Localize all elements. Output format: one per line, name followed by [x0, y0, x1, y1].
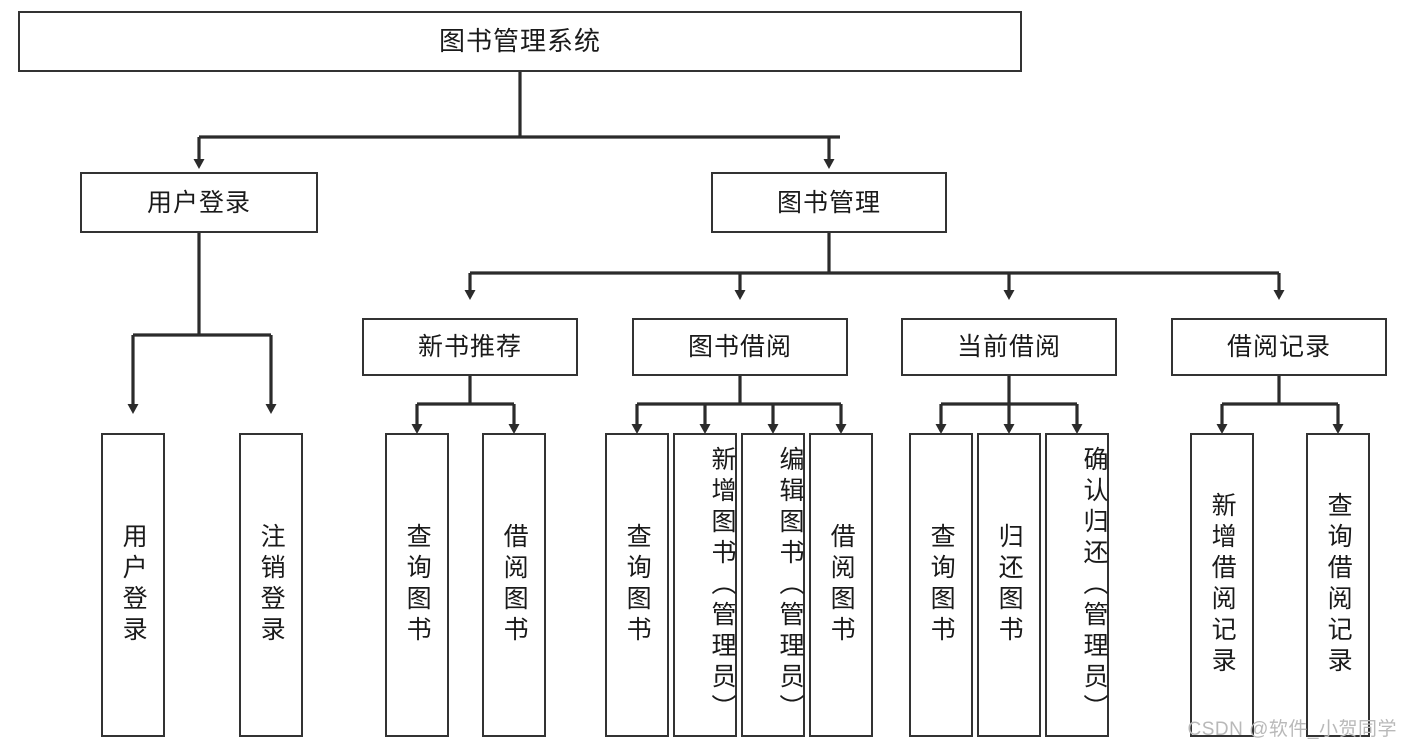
node-label: 查询借阅记录: [1324, 492, 1353, 678]
leaf-confirm-return-admin[interactable]: 确认归还（管理员）: [1045, 433, 1109, 737]
leaf-query-borrow-record[interactable]: 查询借阅记录: [1306, 433, 1370, 737]
node-label: 用户登录: [119, 523, 148, 647]
node-label: 归还图书: [995, 523, 1024, 647]
leaf-borrow-book[interactable]: 借阅图书: [809, 433, 873, 737]
leaf-logout[interactable]: 注销登录: [239, 433, 303, 737]
node-label: 图书管理系统: [438, 25, 601, 56]
node-label: 查询图书: [403, 523, 432, 647]
node-new-book-recommend[interactable]: 新书推荐: [362, 318, 578, 376]
leaf-query-book-borrow[interactable]: 查询图书: [605, 433, 669, 737]
leaf-edit-book-admin[interactable]: 编辑图书（管理员）: [741, 433, 805, 737]
node-label: 查询图书: [927, 523, 956, 647]
node-label: 图书借阅: [687, 333, 792, 361]
watermark: CSDN @软件_小贺同学: [1187, 719, 1397, 740]
node-borrow-record[interactable]: 借阅记录: [1171, 318, 1387, 376]
node-label: 借阅记录: [1226, 333, 1331, 361]
node-current-borrow[interactable]: 当前借阅: [901, 318, 1117, 376]
leaf-query-book-current[interactable]: 查询图书: [909, 433, 973, 737]
node-label: 新书推荐: [417, 333, 522, 361]
node-label: 查询图书: [623, 523, 652, 647]
node-label: 注销登录: [257, 523, 286, 647]
node-label: 用户登录: [146, 188, 251, 217]
node-label: 新增图书（管理员）: [708, 445, 736, 725]
node-label: 图书管理: [776, 188, 881, 217]
leaf-add-book-admin[interactable]: 新增图书（管理员）: [673, 433, 737, 737]
node-book-management[interactable]: 图书管理: [711, 172, 947, 233]
node-label: 确认归还（管理员）: [1080, 445, 1108, 725]
node-user-login[interactable]: 用户登录: [80, 172, 318, 233]
leaf-add-borrow-record[interactable]: 新增借阅记录: [1190, 433, 1254, 737]
node-label: 借阅图书: [827, 523, 856, 647]
node-label: 新增借阅记录: [1208, 492, 1237, 678]
node-label: 当前借阅: [956, 333, 1061, 361]
leaf-borrow-book-recommend[interactable]: 借阅图书: [482, 433, 546, 737]
node-book-borrow[interactable]: 图书借阅: [632, 318, 848, 376]
node-label: 借阅图书: [500, 523, 529, 647]
node-label: 编辑图书（管理员）: [776, 445, 804, 725]
leaf-query-book-recommend[interactable]: 查询图书: [385, 433, 449, 737]
node-root[interactable]: 图书管理系统: [18, 11, 1022, 72]
leaf-user-login[interactable]: 用户登录: [101, 433, 165, 737]
leaf-return-book[interactable]: 归还图书: [977, 433, 1041, 737]
